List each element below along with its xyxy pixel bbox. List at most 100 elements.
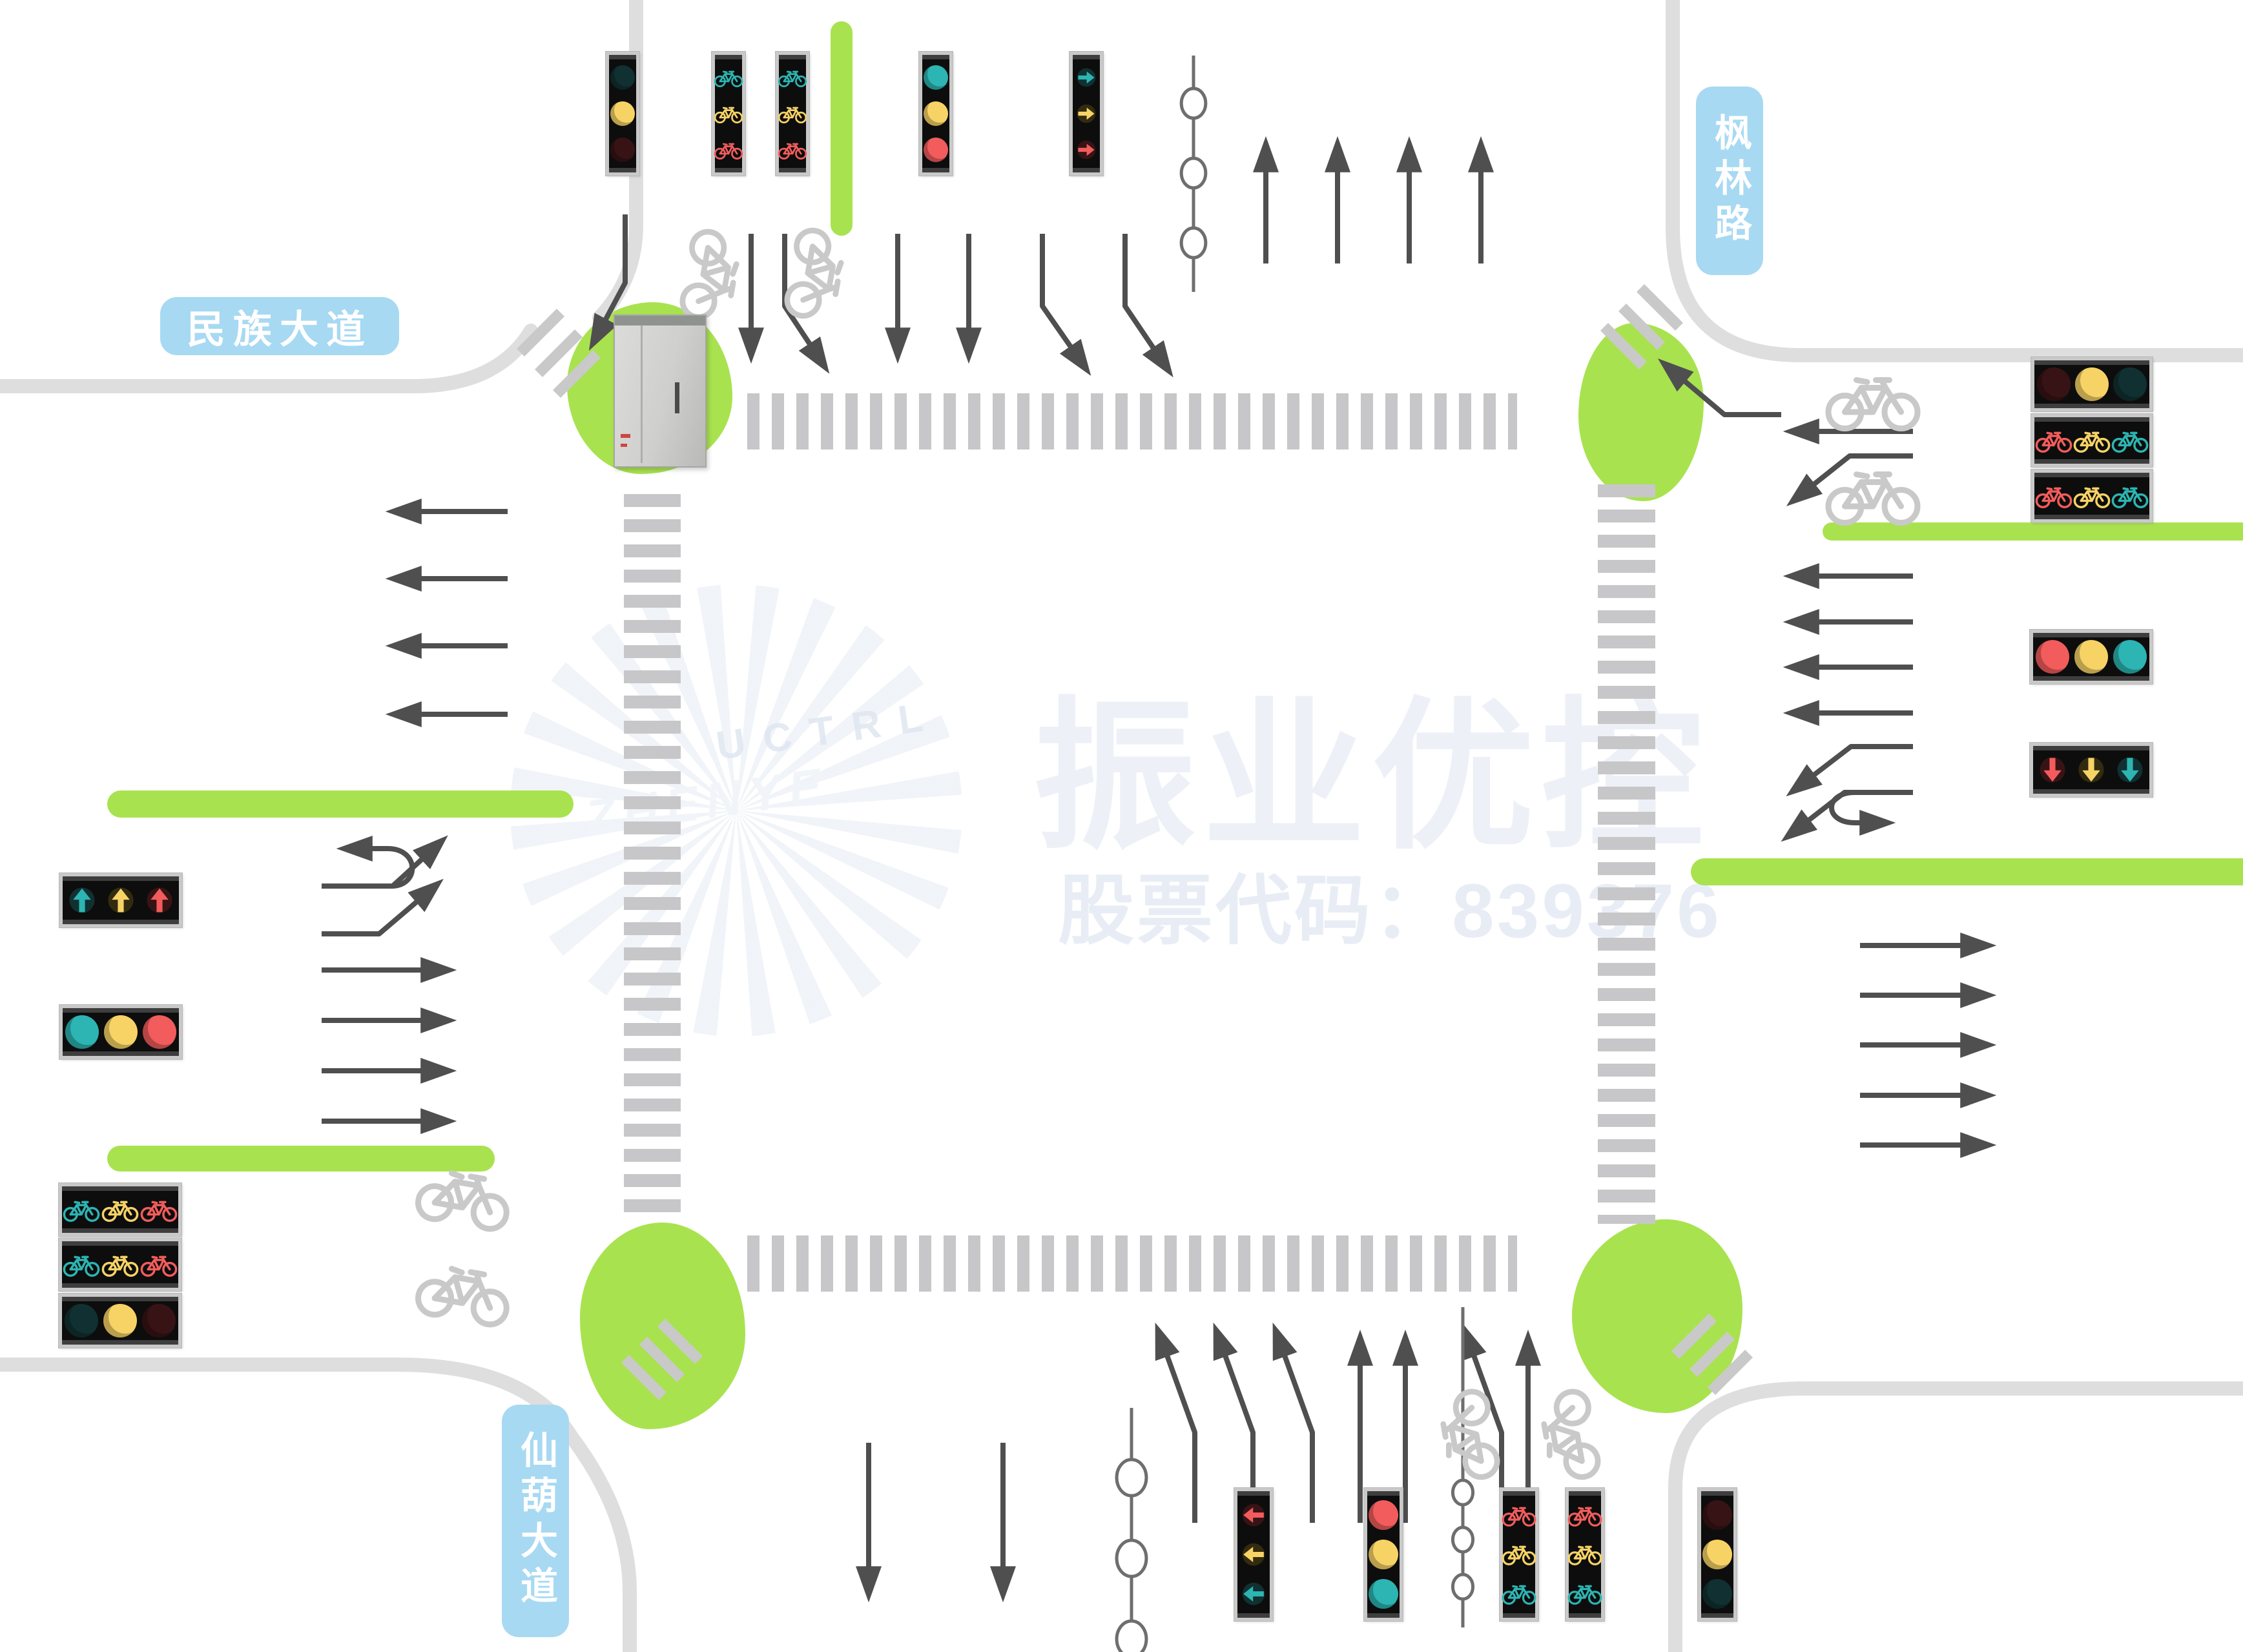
signal-lamp-yellow-on bbox=[610, 101, 635, 126]
bike-icon bbox=[101, 1253, 139, 1277]
signal-lamp-yellow-on bbox=[1702, 1539, 1732, 1569]
signal-lamp-red-on bbox=[1369, 1500, 1398, 1531]
bike-icon bbox=[140, 1198, 178, 1222]
signal-housing bbox=[62, 1297, 178, 1345]
signal-lamp-yellow-on bbox=[104, 1015, 138, 1049]
signal-lamp-red-off bbox=[142, 1304, 176, 1337]
signal-bike-icon-red bbox=[1567, 1504, 1602, 1527]
corner-hatch-mark bbox=[1600, 322, 1648, 370]
corner-hatch-mark bbox=[657, 1318, 703, 1365]
pavement-bike-lane-icon bbox=[415, 1264, 512, 1327]
signal-lamp-green-off bbox=[65, 1304, 98, 1337]
signal-arrow-icon-up-yellow bbox=[104, 883, 138, 917]
signal-arrow-icon-down-green bbox=[2113, 753, 2147, 787]
signal-arrow-icon-left-yellow bbox=[1239, 1539, 1268, 1569]
lane-arrow-west-in-uturn-loop bbox=[336, 836, 415, 889]
signal-arrow-icon-left-green bbox=[1239, 1578, 1268, 1609]
signal-arrow-icon-up-green bbox=[65, 883, 99, 917]
corner-hatch-mark bbox=[1618, 303, 1666, 351]
left-arrow-icon bbox=[1243, 1507, 1264, 1523]
road-edge-line bbox=[0, 1358, 637, 1652]
bike-icon bbox=[1567, 1585, 1602, 1606]
signal-lamp-red-on bbox=[2036, 640, 2069, 674]
signal-bike-icon-green bbox=[778, 68, 807, 87]
signal-south-vehicle-right bbox=[1698, 1488, 1737, 1621]
signal-arrow-icon-left-red bbox=[1239, 1500, 1268, 1531]
signal-lamp-green-on bbox=[65, 1015, 99, 1049]
road-edge-line bbox=[1668, 1381, 2243, 1652]
lane-arrow-south-in-bent-1 bbox=[1155, 1322, 1197, 1523]
signal-south-bike-2 bbox=[1566, 1488, 1604, 1621]
corner-hatch-mark bbox=[1671, 1313, 1717, 1359]
signal-lamp-red-off bbox=[610, 138, 635, 162]
corner-hatch-mark bbox=[639, 1336, 685, 1383]
signal-arrow-icon-right-yellow bbox=[1074, 101, 1099, 126]
signal-lamp-green-on bbox=[924, 65, 948, 90]
signal-east-upper-bike-2 bbox=[2031, 470, 2153, 522]
signal-housing bbox=[62, 1186, 178, 1233]
lane-arrow-north-cabinet-pointer bbox=[588, 214, 628, 351]
signal-control-cabinet bbox=[614, 315, 707, 468]
signal-east-vehicle bbox=[2030, 630, 2153, 684]
signal-lamp-green-off bbox=[610, 65, 635, 90]
bike-icon bbox=[714, 142, 743, 160]
right-arrow-icon bbox=[1078, 143, 1095, 156]
corner-hatch-mark bbox=[516, 308, 565, 357]
bike-icon bbox=[140, 1253, 178, 1277]
signal-bike-icon-red bbox=[140, 1198, 178, 1222]
signal-housing bbox=[62, 1241, 178, 1288]
bike-icon bbox=[1567, 1545, 1602, 1566]
right-arrow-icon bbox=[1078, 107, 1095, 120]
signal-lamp-yellow-on bbox=[2074, 367, 2109, 401]
green-zone-median-east-2 bbox=[1691, 858, 2243, 885]
crosswalk-north bbox=[747, 393, 1517, 449]
bike-icon bbox=[2111, 484, 2149, 508]
pavement-bike-lane-icon bbox=[1828, 475, 1917, 523]
signal-arrow-icon-right-green bbox=[1074, 65, 1099, 90]
signal-west-bike-1 bbox=[59, 1183, 181, 1236]
cabinet-door-seam bbox=[641, 325, 643, 463]
signal-north-vehicle-left bbox=[606, 52, 639, 176]
up-arrow-icon bbox=[150, 888, 169, 913]
lane-arrow-east-slip-to-island bbox=[1657, 358, 1781, 417]
bike-icon bbox=[2111, 429, 2149, 453]
signal-arrow-icon-right-red bbox=[1074, 138, 1099, 162]
signal-lamp-red-on bbox=[924, 138, 948, 162]
signal-housing bbox=[1701, 1491, 1733, 1618]
signal-south-vehicle-left bbox=[1364, 1488, 1403, 1621]
signal-housing bbox=[778, 55, 807, 172]
signal-housing bbox=[2033, 746, 2149, 794]
signal-housing bbox=[63, 876, 179, 924]
bike-icon bbox=[778, 142, 807, 160]
signal-lamp-green-off bbox=[1702, 1578, 1732, 1609]
signal-east-upper-bike-1 bbox=[2031, 414, 2153, 467]
bike-icon bbox=[1502, 1585, 1536, 1606]
signal-housing bbox=[63, 1008, 179, 1056]
bike-icon bbox=[2035, 484, 2072, 508]
signal-east-upper-vehicle bbox=[2031, 357, 2153, 411]
pavement-bike-lane-icon bbox=[1828, 380, 1917, 429]
green-zone-median-north bbox=[831, 21, 853, 236]
signal-bike-icon-green bbox=[1567, 1582, 1602, 1606]
signal-arrow-icon-down-red bbox=[2036, 753, 2069, 787]
signal-lamp-red-off bbox=[2036, 367, 2071, 401]
cabinet-label-mark-2 bbox=[621, 444, 627, 447]
bike-icon bbox=[2073, 429, 2111, 453]
pavement-bike-lane-icon bbox=[1539, 1389, 1600, 1482]
lane-arrow-east-in-bent-upper bbox=[1786, 453, 1913, 506]
signal-arrow-icon-up-red bbox=[143, 883, 176, 917]
signal-housing bbox=[1502, 1491, 1536, 1618]
road-label-fenglin-road: 枫林路 bbox=[1696, 87, 1763, 275]
signal-housing bbox=[2033, 633, 2149, 681]
signal-lamp-yellow-on bbox=[103, 1304, 137, 1337]
corner-hatch-mark bbox=[621, 1354, 667, 1401]
lane-arrow-south-in-bent-3 bbox=[1272, 1322, 1315, 1523]
pavement-bike-lane-icon bbox=[680, 229, 741, 322]
bike-icon bbox=[778, 70, 807, 87]
signal-housing bbox=[1567, 1491, 1602, 1618]
lane-arrow-east-in-uturn-arm bbox=[1781, 790, 1913, 842]
down-arrow-icon bbox=[2043, 758, 2062, 782]
signal-south-bike-1 bbox=[1500, 1488, 1538, 1621]
corner-hatch-mark bbox=[1636, 284, 1684, 331]
